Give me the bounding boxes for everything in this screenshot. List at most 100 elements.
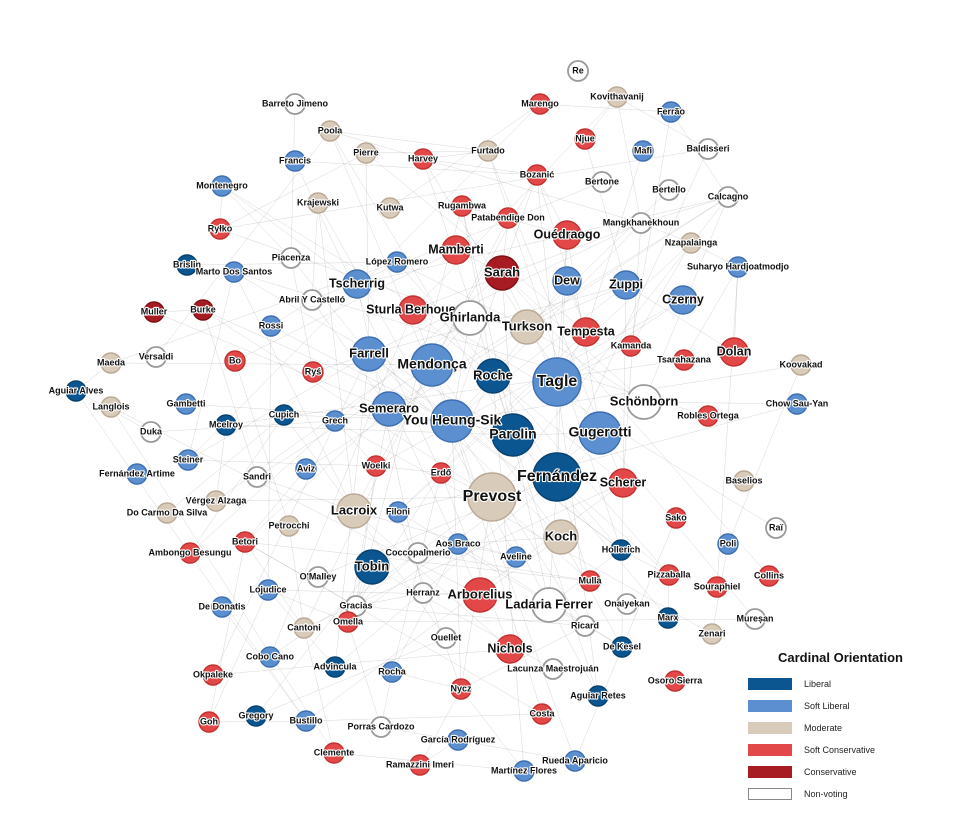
node-label: Collins — [754, 570, 784, 580]
node-label: Turkson — [502, 318, 552, 333]
node-label: Rocha — [378, 666, 407, 676]
node-circle — [278, 515, 300, 537]
node-circle — [257, 579, 279, 601]
node-circle — [660, 101, 682, 123]
node-label: Kovithavanij — [590, 91, 644, 101]
node-label: Abril Y Castelló — [279, 294, 346, 304]
node-betori: Betori — [231, 531, 259, 553]
node-koch: Koch — [543, 519, 579, 555]
node-label: Burke — [190, 304, 216, 314]
node-circle — [409, 754, 431, 776]
node-label: Njue — [575, 133, 595, 143]
node-label: Zuppi — [609, 277, 643, 291]
node-versaldi: Versaldi — [138, 346, 174, 368]
node-label: De Kesel — [603, 641, 641, 651]
node-label: Zenari — [698, 628, 725, 638]
node-circle — [579, 570, 601, 592]
node-tagle: Tagle — [532, 357, 582, 407]
node-poli: Poli — [717, 533, 739, 555]
node-label: Rossi — [259, 320, 284, 330]
node-lacroix: Lacroix — [330, 493, 379, 529]
node-hollerich: Hollerich — [601, 539, 641, 561]
node-circle — [532, 452, 582, 502]
node-njue: Njue — [574, 128, 596, 150]
node-circle — [462, 577, 498, 613]
node-circle — [351, 336, 387, 372]
node-circle — [234, 531, 256, 553]
node-label: Baldisseri — [686, 143, 729, 153]
node-circle — [657, 607, 679, 629]
node-circle — [505, 546, 527, 568]
node-label: Maeda — [97, 357, 126, 367]
node-abril-y-castello: Abril Y Castelló — [278, 289, 347, 311]
node-harvey: Harvey — [407, 148, 439, 170]
node-arborelius: Arborelius — [446, 577, 514, 613]
node-circle — [215, 414, 237, 436]
node-sarah: Sarah — [483, 255, 521, 291]
node-circle — [790, 354, 812, 376]
node-koovakad: Koovakad — [778, 354, 824, 376]
node-label: Koch — [545, 528, 578, 543]
node-you-heung-sik: You Heung-Sik — [402, 399, 503, 443]
node-circle — [758, 565, 780, 587]
node-circle — [497, 207, 519, 229]
node-label: Scherer — [600, 475, 647, 489]
node-circle — [342, 269, 372, 299]
node-circle — [176, 254, 198, 276]
node-label: Chow Sau-Yan — [766, 398, 829, 408]
node-circle — [542, 658, 564, 680]
node-label: Okpaleke — [193, 669, 233, 679]
node-piacenza: Piacenza — [271, 247, 312, 269]
node-langlois: Langlois — [91, 396, 131, 418]
node-baldisseri: Baldisseri — [685, 138, 731, 160]
node-label: Ambongo Besungu — [149, 547, 232, 557]
node-circle — [450, 678, 472, 700]
node-label: Mcelroy — [209, 419, 243, 429]
node-circle — [295, 710, 317, 732]
node-circle — [467, 472, 517, 522]
node-label: Ramazzini Imeri — [386, 759, 454, 769]
node-circle — [379, 197, 401, 219]
node-label: Nycz — [450, 683, 472, 693]
node-ry-ko: Ryłko — [207, 218, 234, 240]
node-label: Patabendige Don — [471, 212, 545, 222]
node-label: O'Malley — [300, 571, 337, 581]
node-label: Rueda Aparicio — [542, 755, 608, 765]
legend-swatch — [748, 744, 792, 756]
node-circle — [574, 615, 596, 637]
node-label: Cantoni — [287, 622, 321, 632]
node-label: Brislin — [173, 259, 201, 269]
node-label: Petrocchi — [268, 520, 309, 530]
legend-label: Non-voting — [804, 789, 848, 799]
node-label: Grech — [322, 415, 348, 425]
node-o-malley: O'Malley — [299, 566, 337, 588]
node-label: Ryłko — [208, 223, 233, 233]
node-circle — [574, 128, 596, 150]
node-rys: Ryś — [302, 361, 324, 383]
node-label: Re — [572, 65, 584, 75]
node-label: Koovakad — [779, 359, 822, 369]
legend-title: Cardinal Orientation — [778, 650, 903, 665]
node-label: Fernández Artime — [99, 468, 175, 478]
node-label: Robles Ortega — [677, 410, 740, 420]
node-circle — [140, 421, 162, 443]
node-circle — [381, 661, 403, 683]
node-circle — [284, 93, 306, 115]
legend-label: Conservative — [804, 767, 857, 777]
node-circle — [156, 502, 178, 524]
node-circle — [179, 542, 201, 564]
node-ricard: Ricard — [570, 615, 600, 637]
node-circle — [706, 576, 728, 598]
node-nzapalainga: Nzapalainga — [664, 232, 719, 254]
node-label: Advincula — [313, 661, 357, 671]
node-label: Gugerotti — [569, 424, 632, 440]
node-label: Onaiyekan — [604, 598, 650, 608]
node-mafi: Mafi — [632, 140, 654, 162]
node-circle — [567, 60, 589, 82]
node-rugambwa: Rugambwa — [437, 195, 488, 217]
node-circle — [765, 517, 787, 539]
node-barreto-jimeno: Barreto Jimeno — [261, 93, 330, 115]
node-label: Furtado — [471, 145, 505, 155]
node-label: Dolan — [717, 344, 752, 358]
